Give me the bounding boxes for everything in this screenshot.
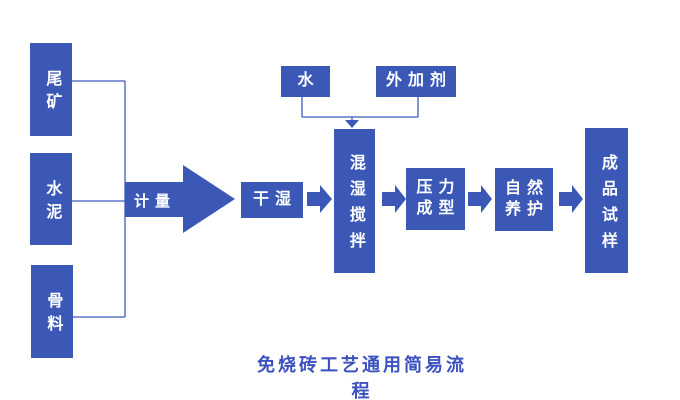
node-pressing: 压力 成型	[406, 168, 465, 230]
node-product: 成品试样	[585, 128, 628, 273]
node-cement: 水泥	[30, 153, 72, 245]
node-cement-label: 水泥	[43, 179, 61, 226]
node-product-label: 成品试样	[598, 153, 616, 258]
material-connector-lines	[72, 80, 126, 318]
node-water: 水	[281, 66, 330, 97]
node-admixture: 外加剂	[376, 66, 456, 97]
node-drywet-label: 干湿	[252, 190, 297, 208]
node-admixture-label: 外加剂	[385, 72, 452, 90]
down-arrow-icon	[345, 120, 359, 128]
metering-arrow-icon	[125, 165, 235, 233]
arrow-icon-pressing-to-curing	[468, 185, 492, 213]
node-pressing-line2: 成型	[416, 200, 461, 217]
arrow-icon-drywet-to-mixing	[307, 185, 332, 213]
node-pressing-line1: 压力	[416, 179, 461, 197]
metering-label: 计量	[133, 193, 176, 210]
arrow-icon-curing-to-product	[559, 185, 583, 213]
node-drywet: 干湿	[241, 182, 303, 218]
node-mixing-label: 混湿搅拌	[346, 154, 364, 258]
node-tailings: 尾矿	[30, 43, 72, 136]
additive-connector-lines	[301, 97, 419, 121]
node-aggregate-label: 骨料	[44, 292, 62, 338]
node-curing: 自然 养护	[495, 168, 553, 231]
diagram-caption: 免烧砖工艺通用简易流程	[257, 355, 467, 400]
node-aggregate: 骨料	[31, 265, 73, 358]
node-water-label: 水	[297, 72, 314, 90]
node-tailings-label: 尾矿	[43, 70, 61, 116]
node-curing-line1: 自然	[504, 179, 549, 197]
arrow-icon-mixing-to-pressing	[382, 185, 406, 213]
node-curing-line2: 养护	[504, 200, 549, 218]
node-mixing: 混湿搅拌	[334, 129, 375, 273]
